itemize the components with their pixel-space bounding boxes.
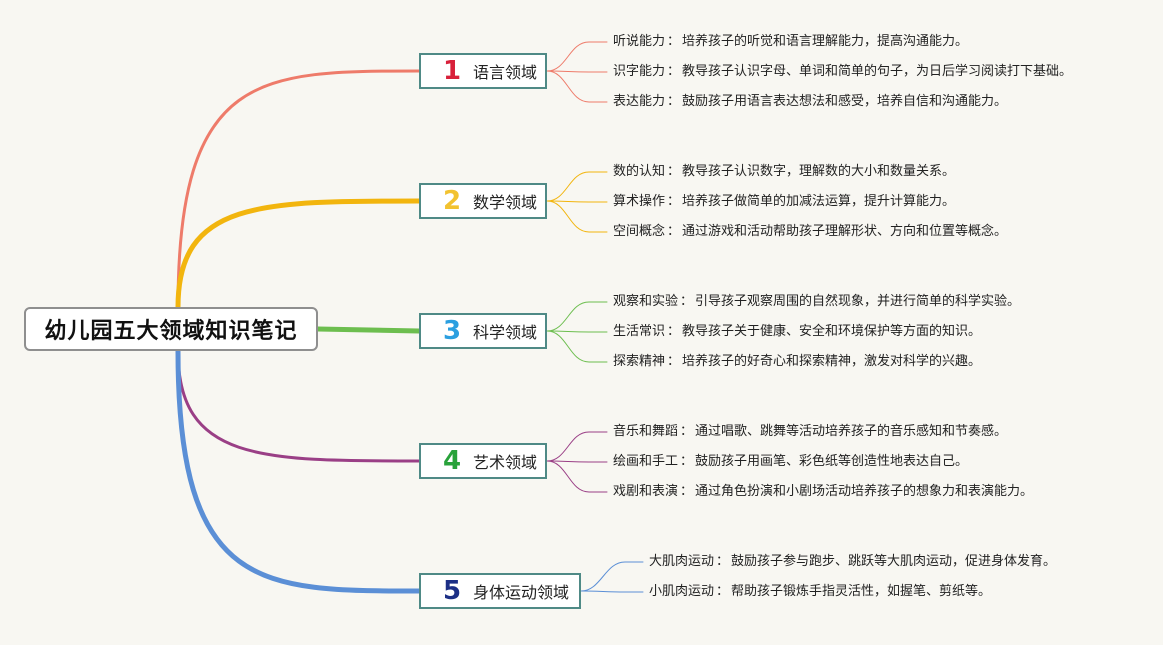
branch-connector [176, 349, 421, 463]
leaf-connector [546, 431, 608, 462]
branch-label: 数学领域 [473, 193, 538, 212]
branch-number: 2 [442, 186, 462, 216]
leaf-key: 戏剧和表演 [613, 484, 679, 499]
branch-number: 4 [442, 446, 462, 476]
leaf-connector [546, 200, 608, 203]
leaf-topic[interactable]: 大肌肉运动：鼓励孩子参与跑步、跳跃等大肌肉运动，促进身体发育。 [649, 553, 1056, 571]
leaf-text: 通过唱歌、跳舞等活动培养孩子的音乐感知和节奏感。 [695, 424, 1008, 439]
leaf-separator: ： [716, 584, 730, 599]
leaf-text: 通过角色扮演和小剧场活动培养孩子的想象力和表演能力。 [695, 484, 1034, 499]
leaf-separator: ： [667, 64, 681, 79]
branch-topic[interactable]: 5 身体运动领域 [419, 573, 581, 609]
branch-number: 3 [442, 316, 462, 346]
leaf-connector [546, 200, 608, 233]
leaf-key: 空间概念 [613, 224, 666, 239]
leaf-connector [546, 330, 608, 333]
branch-topic[interactable]: 3 科学领域 [419, 313, 547, 349]
branch-topic[interactable]: 1 语言领域 [419, 53, 547, 89]
leaf-connector [546, 460, 608, 463]
root-topic[interactable]: 幼儿园五大领域知识笔记 [24, 307, 318, 351]
leaf-separator: ： [680, 484, 694, 499]
leaf-topic[interactable]: 绘画和手工：鼓励孩子用画笔、彩色纸等创造性地表达自己。 [613, 453, 968, 471]
leaf-key: 表达能力 [613, 94, 666, 109]
branch-number: 1 [442, 56, 462, 86]
leaf-separator: ： [716, 554, 730, 569]
leaf-key: 小肌肉运动 [649, 584, 715, 599]
leaf-text: 鼓励孩子用语言表达想法和感受，培养自信和沟通能力。 [682, 94, 1008, 109]
branch-label: 语言领域 [473, 63, 538, 82]
leaf-topic[interactable]: 生活常识：教导孩子关于健康、安全和环境保护等方面的知识。 [613, 323, 981, 341]
leaf-topic[interactable]: 探索精神：培养孩子的好奇心和探索精神，激发对科学的兴趣。 [613, 353, 981, 371]
leaf-text: 通过游戏和活动帮助孩子理解形状、方向和位置等概念。 [682, 224, 1008, 239]
leaf-key: 听说能力 [613, 34, 666, 49]
leaf-connector [546, 70, 608, 103]
branch-connector [315, 326, 422, 334]
leaf-text: 培养孩子做简单的加减法运算，提升计算能力。 [682, 194, 956, 209]
leaf-topic[interactable]: 算术操作：培养孩子做简单的加减法运算，提升计算能力。 [613, 193, 955, 211]
leaf-text: 教导孩子认识数字，理解数的大小和数量关系。 [682, 164, 956, 179]
branch-topic[interactable]: 4 艺术领域 [419, 443, 547, 479]
leaf-separator: ： [667, 94, 681, 109]
leaf-separator: ： [680, 294, 694, 309]
leaf-connector [546, 301, 608, 332]
leaf-text: 引导孩子观察周围的自然现象，并进行简单的科学实验。 [695, 294, 1021, 309]
branch-label: 艺术领域 [473, 453, 538, 472]
leaf-text: 帮助孩子锻炼手指灵活性，如握笔、剪纸等。 [731, 584, 992, 599]
leaf-separator: ： [667, 354, 681, 369]
leaf-text: 鼓励孩子参与跑步、跳跃等大肌肉运动，促进身体发育。 [731, 554, 1057, 569]
leaf-topic[interactable]: 识字能力：教导孩子认识字母、单词和简单的句子，为日后学习阅读打下基础。 [613, 63, 1072, 81]
leaf-connector [580, 590, 644, 593]
leaf-text: 鼓励孩子用画笔、彩色纸等创造性地表达自己。 [695, 454, 969, 469]
leaf-connector [580, 561, 644, 592]
leaf-separator: ： [667, 34, 681, 49]
branch-connector [176, 69, 421, 309]
leaf-topic[interactable]: 表达能力：鼓励孩子用语言表达想法和感受，培养自信和沟通能力。 [613, 93, 1007, 111]
branch-topic[interactable]: 2 数学领域 [419, 183, 547, 219]
leaf-topic[interactable]: 观察和实验：引导孩子观察周围的自然现象，并进行简单的科学实验。 [613, 293, 1020, 311]
branch-label: 身体运动领域 [473, 583, 570, 602]
root-title: 幼儿园五大领域知识笔记 [44, 319, 298, 344]
leaf-topic[interactable]: 听说能力：培养孩子的听觉和语言理解能力，提高沟通能力。 [613, 33, 968, 51]
leaf-connector [546, 330, 608, 363]
leaf-separator: ： [680, 424, 694, 439]
leaf-connector [546, 460, 608, 493]
leaf-connector [546, 41, 608, 72]
leaf-separator: ： [667, 164, 681, 179]
leaf-connector [546, 70, 608, 73]
leaf-key: 数的认知 [613, 164, 666, 179]
leaf-text: 教导孩子认识字母、单词和简单的句子，为日后学习阅读打下基础。 [682, 64, 1073, 79]
branch-connector [175, 348, 422, 594]
leaf-separator: ： [667, 194, 681, 209]
leaf-separator: ： [667, 324, 681, 339]
leaf-key: 音乐和舞蹈 [613, 424, 679, 439]
leaf-key: 算术操作 [613, 194, 666, 209]
leaf-topic[interactable]: 数的认知：教导孩子认识数字，理解数的大小和数量关系。 [613, 163, 955, 181]
branch-connector [175, 198, 422, 310]
leaf-topic[interactable]: 空间概念：通过游戏和活动帮助孩子理解形状、方向和位置等概念。 [613, 223, 1007, 241]
leaf-topic[interactable]: 小肌肉运动：帮助孩子锻炼手指灵活性，如握笔、剪纸等。 [649, 583, 991, 601]
leaf-key: 生活常识 [613, 324, 666, 339]
leaf-key: 观察和实验 [613, 294, 679, 309]
leaf-text: 培养孩子的听觉和语言理解能力，提高沟通能力。 [682, 34, 969, 49]
leaf-key: 大肌肉运动 [649, 554, 715, 569]
leaf-topic[interactable]: 戏剧和表演：通过角色扮演和小剧场活动培养孩子的想象力和表演能力。 [613, 483, 1033, 501]
leaf-connector [546, 171, 608, 202]
leaf-key: 探索精神 [613, 354, 666, 369]
leaf-separator: ： [667, 224, 681, 239]
leaf-text: 教导孩子关于健康、安全和环境保护等方面的知识。 [682, 324, 982, 339]
leaf-key: 绘画和手工 [613, 454, 679, 469]
leaf-separator: ： [680, 454, 694, 469]
leaf-text: 培养孩子的好奇心和探索精神，激发对科学的兴趣。 [682, 354, 982, 369]
branch-label: 科学领域 [473, 323, 538, 342]
leaf-topic[interactable]: 音乐和舞蹈：通过唱歌、跳舞等活动培养孩子的音乐感知和节奏感。 [613, 423, 1007, 441]
leaf-key: 识字能力 [613, 64, 666, 79]
branch-number: 5 [442, 576, 462, 606]
